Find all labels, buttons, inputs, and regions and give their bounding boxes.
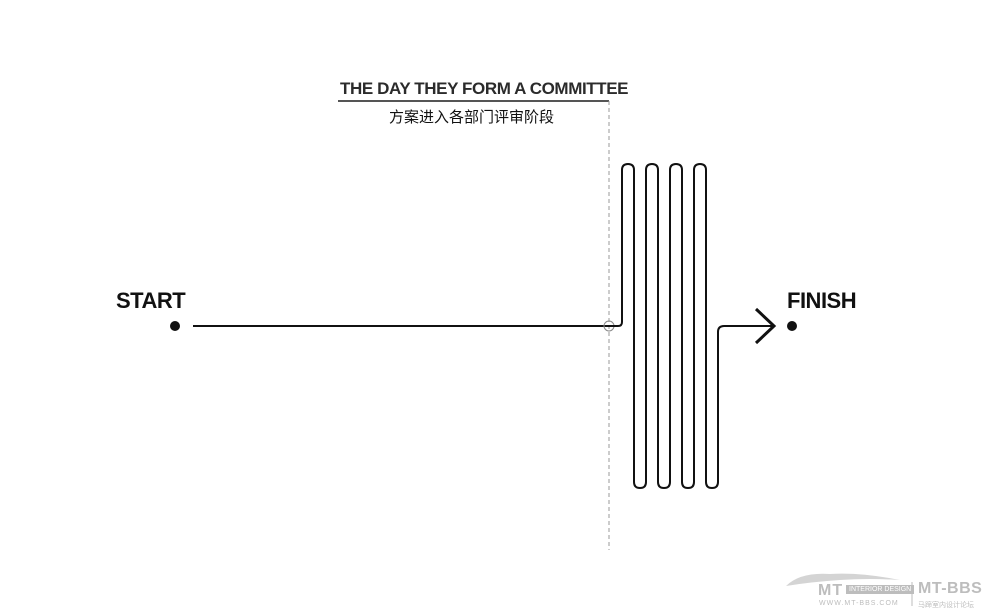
start-point xyxy=(170,321,180,331)
watermark-logo-tag: INTERIOR DESIGN xyxy=(846,585,915,594)
start-label: START xyxy=(116,288,186,313)
watermark-swoosh-logo xyxy=(786,573,900,586)
finish-point xyxy=(787,321,797,331)
watermark-logo-left: MT xyxy=(818,582,844,599)
watermark-url: WWW.MT-BBS.COM xyxy=(819,600,899,607)
finish-label: FINISH xyxy=(787,288,857,313)
arrow-head xyxy=(754,307,777,345)
watermark-logo-right: MT-BBS xyxy=(918,580,983,597)
committee-zigzag-path xyxy=(609,163,774,489)
watermark-site-name: 马蹄室内设计论坛 xyxy=(918,601,974,609)
committee-title: THE DAY THEY FORM A COMMITTEE xyxy=(340,79,629,98)
committee-subtitle: 方案进入各部门评审阶段 xyxy=(389,108,555,126)
